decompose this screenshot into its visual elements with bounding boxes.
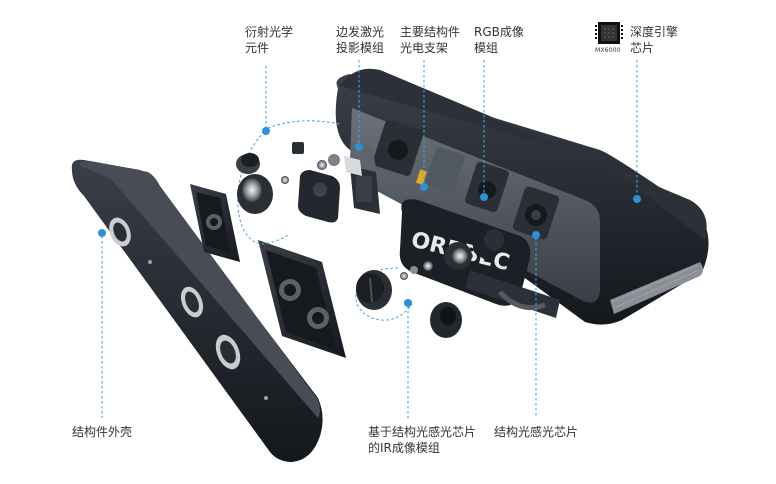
ir-module-group bbox=[355, 229, 504, 338]
marker-depth-engine bbox=[633, 195, 641, 203]
label-depth-engine-line1: 深度引擎 bbox=[630, 25, 679, 39]
label-diffractive-optics: 衍射光学 元件 bbox=[245, 24, 293, 56]
label-sensor-chip: 结构光感光芯片 bbox=[494, 424, 578, 440]
chip-caption: MX6000 bbox=[595, 47, 621, 54]
marker-diffractive-optics bbox=[262, 127, 270, 135]
label-housing: 结构件外壳 bbox=[72, 424, 132, 440]
marker-housing bbox=[98, 229, 106, 237]
label-ir-module-line1: 基于结构光感光芯片 bbox=[368, 425, 477, 439]
label-diffractive-optics-line2: 元件 bbox=[245, 41, 270, 55]
projector-optics-group bbox=[236, 120, 380, 245]
upper-gasket-plate bbox=[190, 184, 240, 262]
depth-engine-chip-icon bbox=[595, 22, 623, 44]
label-ir-module: 基于结构光感光芯片 的IR成像模组 bbox=[368, 424, 476, 456]
label-depth-engine-line2: 芯片 bbox=[630, 41, 655, 55]
label-diffractive-optics-line1: 衍射光学 bbox=[245, 25, 294, 39]
label-laser-projector-line1: 边发激光 bbox=[336, 25, 385, 39]
label-depth-engine: 深度引擎 芯片 bbox=[630, 24, 678, 56]
marker-ir-module bbox=[404, 299, 412, 307]
label-housing-line1: 结构件外壳 bbox=[72, 425, 133, 439]
label-rgb-module: RGB成像 模组 bbox=[474, 24, 524, 56]
label-main-bracket: 主要结构件 光电支架 bbox=[400, 24, 460, 56]
main-body: ORBBEC bbox=[335, 68, 709, 325]
label-sensor-chip-line1: 结构光感光芯片 bbox=[494, 425, 579, 439]
label-main-bracket-line1: 主要结构件 bbox=[400, 25, 461, 39]
label-main-bracket-line2: 光电支架 bbox=[400, 41, 449, 55]
label-ir-module-line2: 的IR成像模组 bbox=[368, 441, 440, 455]
marker-laser-projector bbox=[355, 143, 363, 151]
label-rgb-module-line1: RGB成像 bbox=[474, 25, 524, 39]
lower-gasket-plate bbox=[258, 240, 346, 358]
marker-rgb-module bbox=[480, 193, 488, 201]
label-laser-projector: 边发激光 投影模组 bbox=[336, 24, 384, 56]
marker-sensor-chip bbox=[532, 231, 540, 239]
label-laser-projector-line2: 投影模组 bbox=[336, 41, 385, 55]
leader-lines bbox=[98, 60, 641, 418]
label-rgb-module-line2: 模组 bbox=[474, 41, 499, 55]
front-housing bbox=[71, 159, 323, 462]
marker-main-bracket bbox=[420, 183, 428, 191]
